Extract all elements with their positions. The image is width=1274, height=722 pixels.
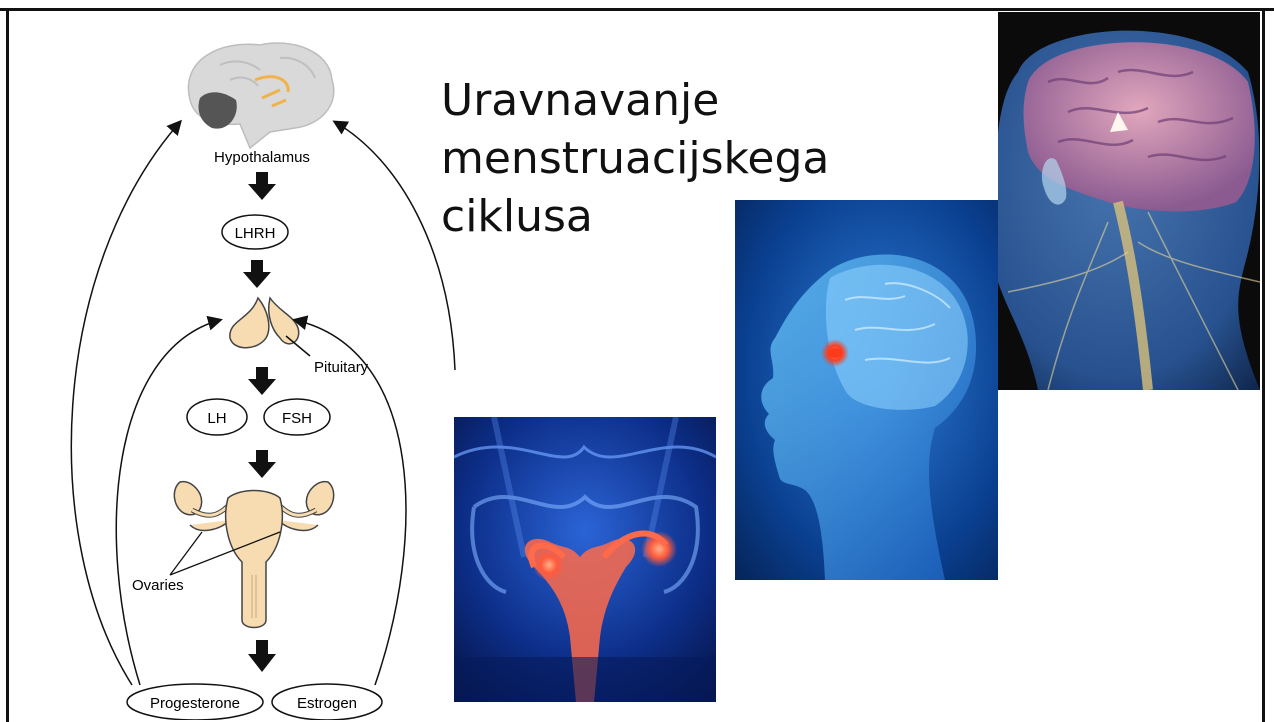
- head-profile-image: [735, 200, 998, 580]
- lhrh-label: LHRH: [235, 225, 276, 242]
- inner-left-feedback-arrow: [116, 320, 220, 685]
- slide-border-top: [0, 8, 1274, 11]
- fsh-label: FSH: [282, 410, 312, 427]
- progesterone-label: Progesterone: [150, 695, 240, 712]
- hormone-feedback-diagram: Hypothalamus LHRH Pituitary LH FSH: [40, 20, 460, 720]
- down-arrow-2: [243, 260, 271, 288]
- brain-nervous-system-image: [998, 12, 1260, 390]
- uterus-ovaries-illustration: [170, 482, 334, 628]
- down-arrow-1: [248, 172, 276, 200]
- down-arrow-3: [248, 367, 276, 395]
- estrogen-label: Estrogen: [297, 695, 357, 712]
- outer-right-feedback-arrow: [335, 122, 455, 370]
- down-arrow-5: [248, 640, 276, 672]
- title-line-2: menstruacijskega: [441, 130, 901, 188]
- title-line-1: Uravnavanje: [441, 72, 901, 130]
- pituitary-illustration: [230, 298, 310, 356]
- brain-illustration: [188, 43, 333, 148]
- hypothalamus-label: Hypothalamus: [214, 149, 310, 166]
- slide-border-left: [6, 8, 9, 722]
- pituitary-label: Pituitary: [314, 359, 369, 376]
- slide-border-right: [1262, 8, 1265, 722]
- pelvis-image: [454, 417, 716, 702]
- lh-label: LH: [207, 410, 226, 427]
- ovaries-label: Ovaries: [132, 577, 184, 594]
- outer-left-feedback-arrow: [71, 122, 180, 685]
- down-arrow-4: [248, 450, 276, 478]
